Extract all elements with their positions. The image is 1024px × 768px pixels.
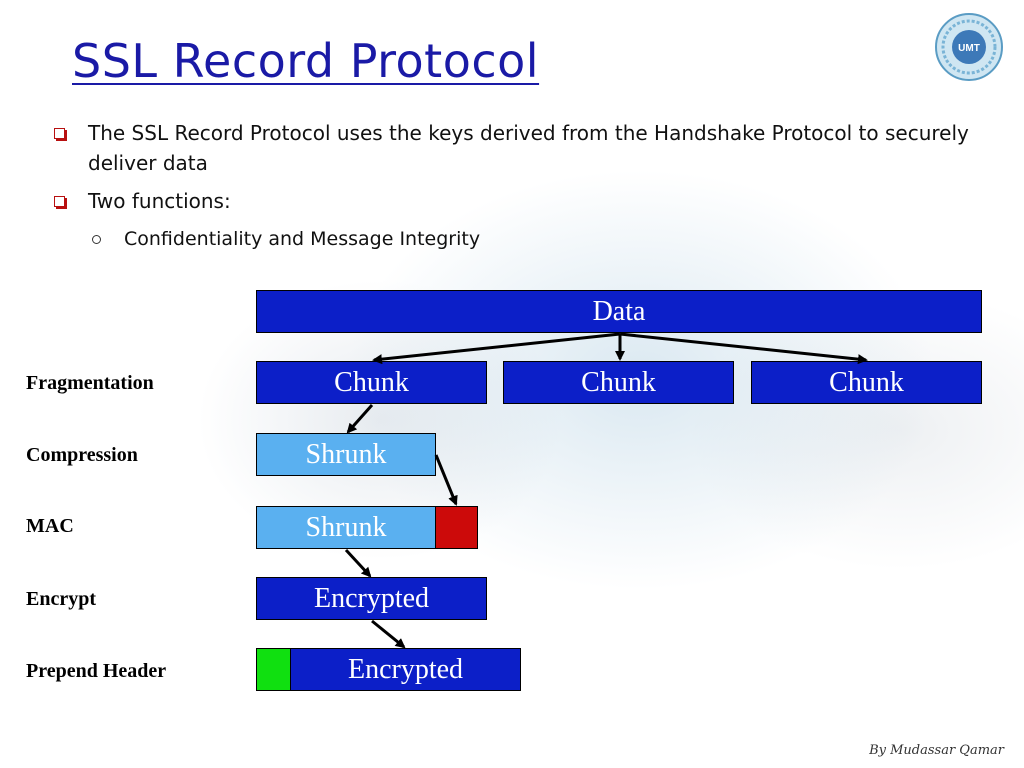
row-label-prepend-header: Prepend Header <box>26 660 167 682</box>
chunk-box-3: Chunk <box>751 361 982 404</box>
slide-title: SSL Record Protocol <box>72 34 540 88</box>
bullet-list: The SSL Record Protocol uses the keys de… <box>48 118 988 254</box>
bullet-text: Two functions: <box>88 189 231 213</box>
arrow-encrypt-to-header <box>371 619 406 649</box>
sub-bullet-item: Confidentiality and Message Integrity <box>48 224 988 254</box>
chunk-box-2: Chunk <box>503 361 734 404</box>
logo-text: UMT <box>958 43 980 54</box>
mac-box <box>435 506 478 549</box>
bullet-item: Two functions: <box>48 186 988 216</box>
bullet-item: The SSL Record Protocol uses the keys de… <box>48 118 988 178</box>
university-logo: UMT <box>935 13 1003 81</box>
row-label-encrypt: Encrypt <box>26 588 96 610</box>
bullet-text: The SSL Record Protocol uses the keys de… <box>88 121 969 175</box>
square-bullet-icon <box>54 128 65 139</box>
data-box: Data <box>256 290 982 333</box>
sub-bullet-text: Confidentiality and Message Integrity <box>124 228 481 250</box>
header-encrypted-box: Encrypted <box>290 648 521 691</box>
arrow-chunk-to-compressed <box>346 404 374 434</box>
row-label-fragmentation: Fragmentation <box>26 372 154 394</box>
circle-bullet-icon <box>92 235 101 244</box>
arrow-data-to-chunk-1 <box>372 332 621 365</box>
row-label-compression: Compression <box>26 444 138 466</box>
square-bullet-icon <box>54 196 65 207</box>
compressed-box: Shrunk <box>256 433 436 476</box>
row-label-mac: MAC <box>26 515 74 537</box>
arrow-data-to-chunk-3 <box>619 332 868 365</box>
arrow-compressed-to-mac <box>434 454 458 506</box>
encrypted-box: Encrypted <box>256 577 487 620</box>
mac-shrunk-box: Shrunk <box>256 506 436 549</box>
author-signature: By Mudassar Qamar <box>869 743 1004 758</box>
arrow-mac-to-encrypt <box>344 548 372 578</box>
chunk-box-1: Chunk <box>256 361 487 404</box>
